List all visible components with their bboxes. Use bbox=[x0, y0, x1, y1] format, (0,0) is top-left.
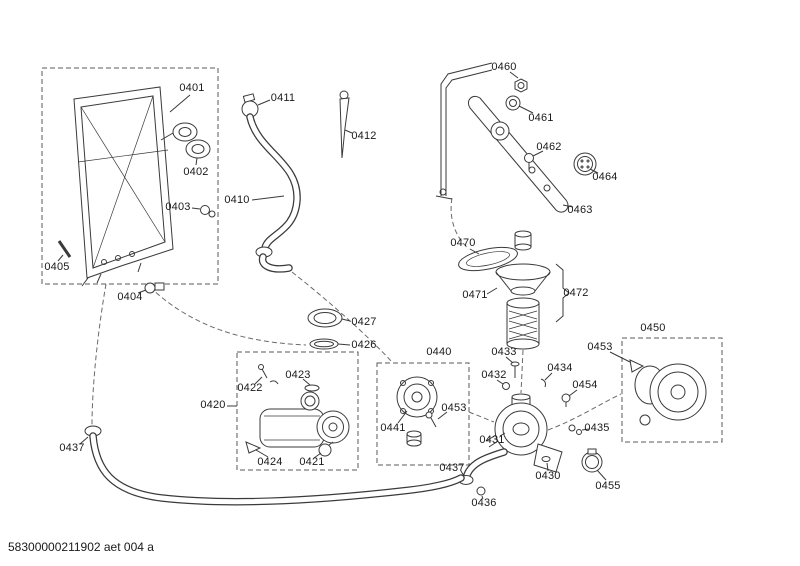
group-box-0401 bbox=[41, 67, 219, 285]
seal-rings-drawing bbox=[160, 122, 211, 166]
callout-0453-pump: 0453 bbox=[587, 341, 613, 353]
callout-0423: 0423 bbox=[285, 369, 311, 381]
callout-0433: 0433 bbox=[491, 346, 517, 358]
callout-0405: 0405 bbox=[44, 261, 70, 273]
callout-0412: 0412 bbox=[351, 130, 377, 142]
callout-0460: 0460 bbox=[491, 61, 517, 73]
drain-hose-drawing bbox=[79, 425, 465, 506]
seal-0426-drawing bbox=[309, 338, 351, 350]
callout-0420: 0420 bbox=[200, 399, 226, 411]
callout-0472: 0472 bbox=[563, 287, 589, 299]
callout-0440: 0440 bbox=[426, 346, 452, 358]
callout-0424: 0424 bbox=[257, 456, 283, 468]
callout-0471: 0471 bbox=[462, 289, 488, 301]
bearing-0461-drawing bbox=[505, 95, 534, 114]
callout-0404: 0404 bbox=[117, 291, 143, 303]
callout-0462: 0462 bbox=[536, 141, 562, 153]
callout-0426: 0426 bbox=[351, 339, 377, 351]
heat-pump-assembly-drawing bbox=[227, 364, 350, 459]
hose-clamp-drawing bbox=[241, 93, 271, 118]
callout-0437-drain-hose: 0437 bbox=[59, 442, 85, 454]
group-box-0450 bbox=[621, 337, 723, 443]
callout-0441: 0441 bbox=[380, 422, 406, 434]
callout-0402: 0402 bbox=[183, 166, 209, 178]
callout-0436: 0436 bbox=[471, 497, 497, 509]
callout-0470: 0470 bbox=[450, 237, 476, 249]
part-0405-drawing bbox=[57, 240, 72, 262]
callout-0455: 0455 bbox=[595, 480, 621, 492]
callout-0435: 0435 bbox=[584, 422, 610, 434]
callout-0434: 0434 bbox=[547, 362, 573, 374]
group-box-0440 bbox=[376, 362, 470, 466]
callout-0430: 0430 bbox=[535, 470, 561, 482]
callout-0410: 0410 bbox=[224, 194, 250, 206]
callout-0464: 0464 bbox=[592, 171, 618, 183]
callout-0463: 0463 bbox=[567, 204, 593, 216]
callout-0437-elbow: 0437 bbox=[439, 462, 465, 474]
callout-0454: 0454 bbox=[572, 379, 598, 391]
callout-0422: 0422 bbox=[237, 382, 263, 394]
sump-assembly-drawing bbox=[458, 356, 607, 500]
cap-0427-drawing bbox=[307, 308, 351, 328]
drawing-number: 58300000211902 aet 004 a bbox=[8, 540, 154, 554]
screw-0462-drawing bbox=[524, 150, 544, 170]
callout-0432: 0432 bbox=[481, 369, 507, 381]
callout-0427: 0427 bbox=[351, 316, 377, 328]
callout-0461: 0461 bbox=[528, 112, 554, 124]
callout-0421: 0421 bbox=[299, 456, 325, 468]
circulation-pump-drawing bbox=[609, 351, 707, 426]
nut-0460-drawing bbox=[509, 71, 528, 93]
callout-0431: 0431 bbox=[479, 434, 505, 446]
inlet-hose-drawing bbox=[246, 113, 301, 273]
callout-0401: 0401 bbox=[179, 82, 205, 94]
part-0403-drawing bbox=[191, 205, 216, 218]
sieve-0464-drawing bbox=[573, 152, 599, 176]
assembly-connector-lines bbox=[91, 197, 622, 431]
group-box-0420 bbox=[236, 351, 359, 471]
flange-assembly-drawing bbox=[396, 376, 448, 447]
spray-arm-frame-drawing bbox=[435, 62, 574, 213]
callout-0450: 0450 bbox=[640, 322, 666, 334]
filter-assembly-drawing bbox=[458, 230, 570, 350]
callout-0411: 0411 bbox=[270, 92, 296, 104]
tub-assembly-drawing bbox=[73, 86, 191, 287]
callout-0403: 0403 bbox=[165, 201, 191, 213]
part-0412-drawing bbox=[339, 90, 353, 159]
callout-0453-screw: 0453 bbox=[441, 402, 467, 414]
part-0404-drawing bbox=[137, 282, 165, 294]
